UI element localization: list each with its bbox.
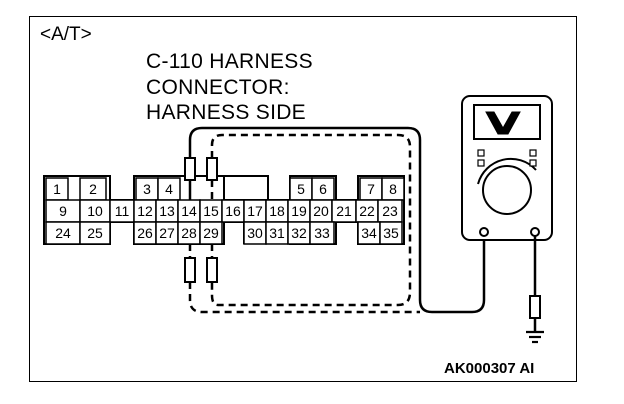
ground-symbol-icon: [526, 330, 544, 344]
pin-label: 8: [389, 181, 397, 197]
pin-label: 7: [367, 181, 375, 197]
ground-lead: [529, 236, 541, 332]
pin-label: 23: [382, 203, 398, 219]
pin-label: 28: [181, 225, 197, 241]
pin-label: 30: [247, 225, 263, 241]
pin-label: 22: [359, 203, 375, 219]
pin-label: 29: [203, 225, 219, 241]
pin-cell: [379, 221, 403, 245]
pin-label: 18: [269, 203, 285, 219]
pin-label: 10: [87, 203, 103, 219]
pin-label: 11: [115, 203, 130, 219]
pin-label: 6: [319, 181, 327, 197]
pin-cell: [79, 221, 111, 245]
pin-label: 26: [137, 225, 153, 241]
pin-label: 12: [137, 203, 153, 219]
pin-label: 24: [55, 225, 71, 241]
pin-label: 32: [291, 225, 307, 241]
pin-label: 20: [313, 203, 329, 219]
dashed-harness-wires: [188, 133, 420, 314]
connector-title-line2: CONNECTOR:: [146, 76, 290, 99]
pin-label: 27: [159, 225, 175, 241]
variant-label: <A/T>: [40, 24, 92, 45]
pin-label: 19: [291, 203, 307, 219]
pin-label: 35: [383, 225, 399, 241]
reference-code: AK000307 AI: [444, 360, 535, 377]
pin-label: 5: [297, 181, 305, 197]
pin-label: 16: [225, 203, 241, 219]
pin-label: 21: [336, 203, 352, 219]
pin-label: 14: [181, 203, 197, 219]
pin-label: 9: [59, 203, 67, 219]
solid-test-lead: [188, 126, 486, 314]
pin-cell: [309, 221, 335, 245]
diagram-frame: [29, 16, 577, 382]
probe-icon: [184, 157, 218, 283]
voltmeter-icon: [461, 95, 553, 241]
pin-label: 25: [87, 225, 103, 241]
pin-label: 4: [165, 181, 173, 197]
pin-label: 31: [269, 225, 285, 241]
pin-label: 1: [53, 181, 61, 197]
pin-label: 2: [89, 181, 97, 197]
pin-label: 17: [247, 203, 263, 219]
connector-title-line1: C-110 HARNESS: [146, 50, 313, 73]
pin-label: 13: [159, 203, 175, 219]
connector-title-line3: HARNESS SIDE: [146, 101, 306, 124]
pin-label: 15: [203, 203, 219, 219]
pin-label: 3: [143, 181, 151, 197]
pin-label: 33: [314, 225, 330, 241]
pin-label: 34: [361, 225, 377, 241]
